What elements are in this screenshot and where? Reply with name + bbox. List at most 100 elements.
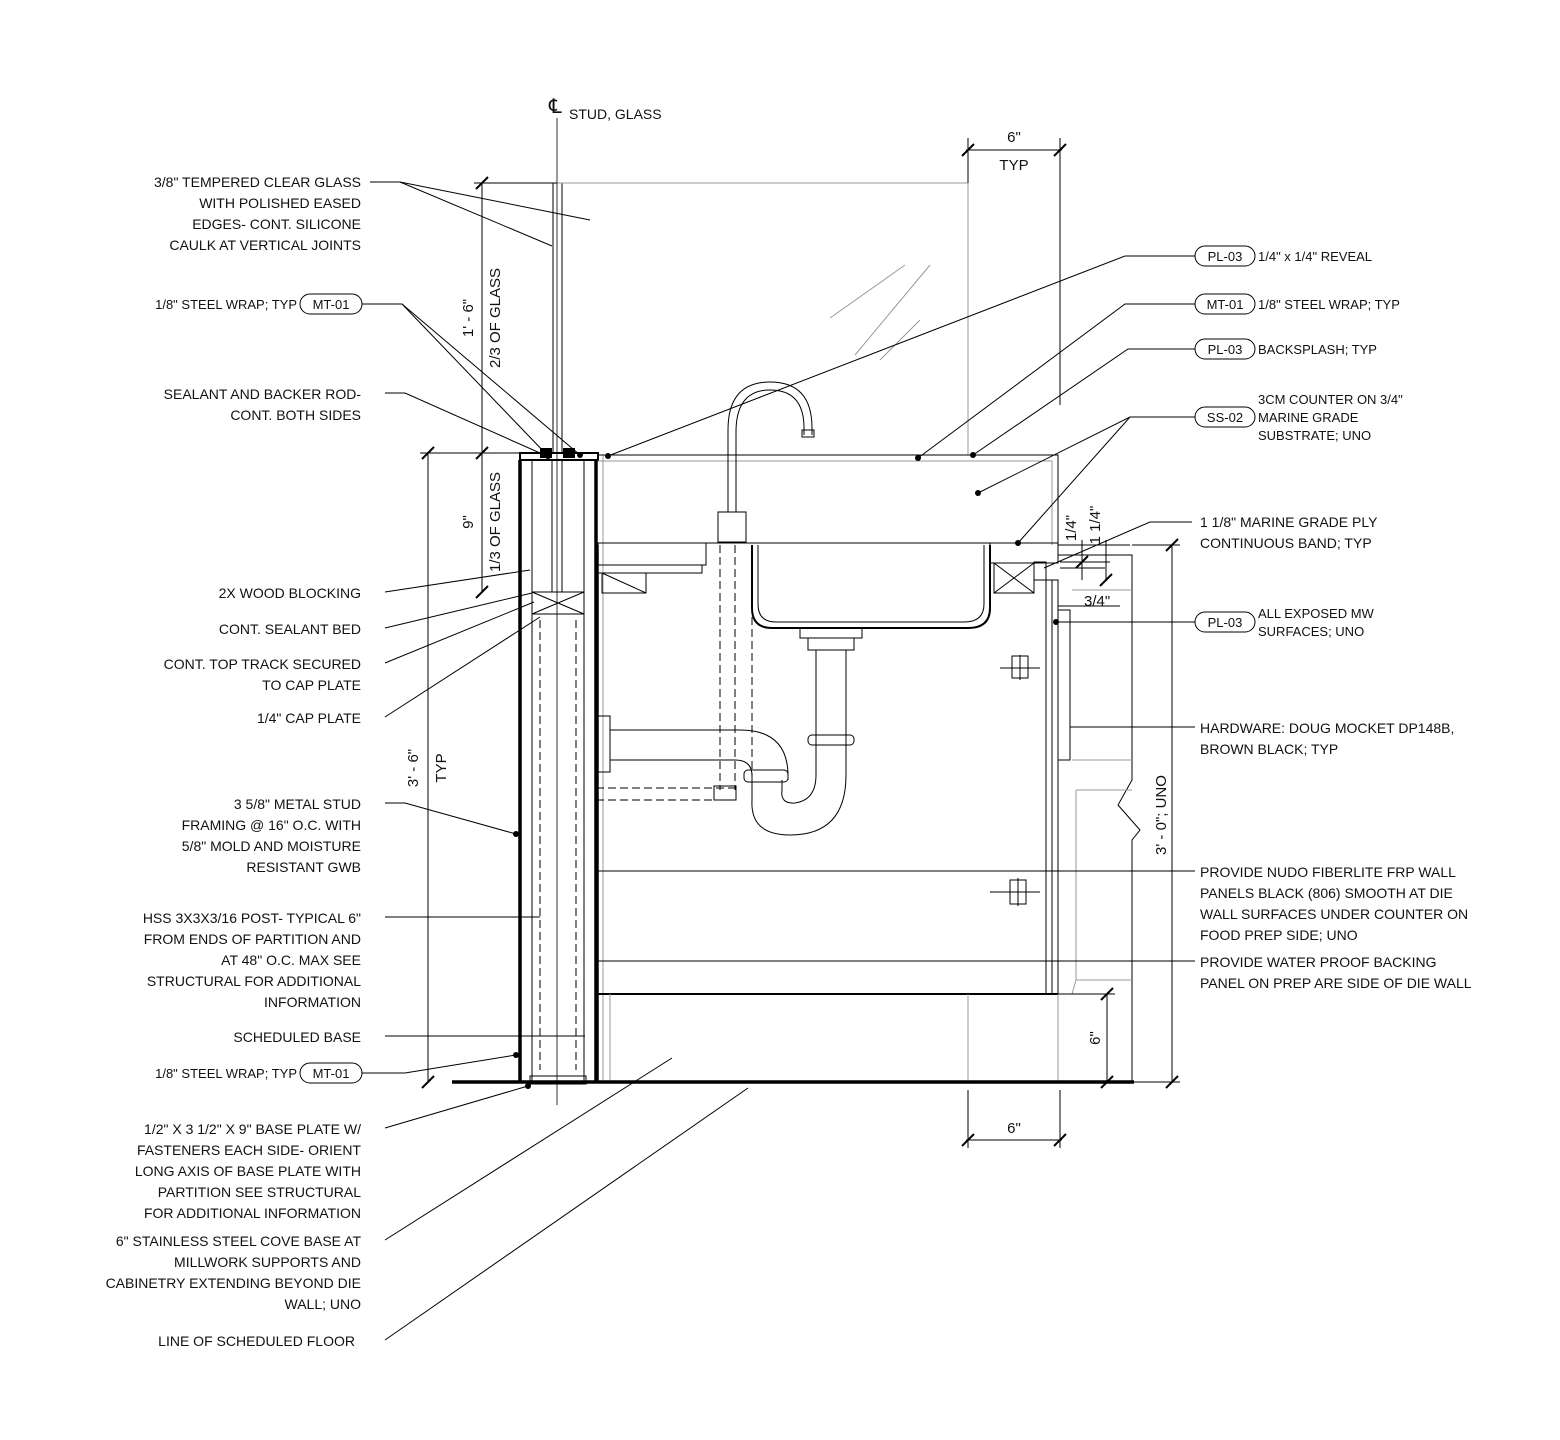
svg-text:CONT. TOP TRACK SECURED: CONT. TOP TRACK SECURED (164, 656, 361, 672)
svg-text:ALL EXPOSED MW: ALL EXPOSED MW (1258, 606, 1375, 621)
svg-text:6" STAINLESS STEEL COVE BASE A: 6" STAINLESS STEEL COVE BASE AT (116, 1233, 362, 1249)
leader-dots (513, 449, 1059, 1089)
svg-text:SURFACES; UNO: SURFACES; UNO (1258, 624, 1364, 639)
svg-text:CONT. BOTH SIDES: CONT. BOTH SIDES (230, 407, 361, 423)
note-backing-panel: PROVIDE WATER PROOF BACKING PANEL ON PRE… (1200, 954, 1472, 991)
svg-text:STRUCTURAL FOR ADDITIONAL: STRUCTURAL FOR ADDITIONAL (147, 973, 361, 989)
note-frp-panels: PROVIDE NUDO FIBERLITE FRP WALL PANELS B… (1200, 864, 1468, 943)
note-cap-plate: 1/4" CAP PLATE (257, 710, 361, 726)
svg-text:AT 48" O.C. MAX SEE: AT 48" O.C. MAX SEE (221, 952, 361, 968)
dim-top-typ: TYP (999, 157, 1028, 174)
svg-text:WITH POLISHED EASED: WITH POLISHED EASED (199, 195, 361, 211)
tag-pl-03-backsplash: PL-03 (1208, 342, 1243, 357)
svg-text:PANEL ON PREP ARE SIDE OF DIE: PANEL ON PREP ARE SIDE OF DIE WALL (1200, 975, 1472, 991)
svg-text:5/8" MOLD AND MOISTURE: 5/8" MOLD AND MOISTURE (182, 838, 361, 854)
note-marine-ply: 1 1/8" MARINE GRADE PLY CONTINUOUS BAND;… (1200, 514, 1378, 551)
sink-bowl (751, 545, 991, 651)
note-floor: LINE OF SCHEDULED FLOOR (158, 1333, 355, 1349)
leader-lines (362, 181, 1195, 1341)
dim-top-width: 6" (1007, 129, 1021, 146)
note-steel-wrap-bottom: 1/8" STEEL WRAP; TYP MT-01 (155, 1062, 363, 1084)
svg-text:FASTENERS EACH SIDE- ORIENT: FASTENERS EACH SIDE- ORIENT (137, 1142, 361, 1158)
dim-bottom-width: 6" (1007, 1120, 1021, 1137)
note-glass: 3/8" TEMPERED CLEAR GLASS WITH POLISHED … (154, 174, 361, 253)
note-scheduled-base: SCHEDULED BASE (233, 1029, 361, 1045)
svg-text:FROM ENDS OF PARTITION AND: FROM ENDS OF PARTITION AND (144, 931, 361, 947)
toe-kick (598, 993, 1059, 1082)
note-reveal: PL-03 1/4" x 1/4" REVEAL (1194, 245, 1372, 267)
svg-text:1 1/8" MARINE GRADE PLY: 1 1/8" MARINE GRADE PLY (1200, 514, 1378, 530)
svg-text:MILLWORK SUPPORTS AND: MILLWORK SUPPORTS AND (174, 1254, 361, 1270)
note-counter: SS-02 3CM COUNTER ON 3/4" MARINE GRADE S… (1194, 392, 1403, 443)
svg-text:1/8" STEEL WRAP; TYP: 1/8" STEEL WRAP; TYP (155, 1066, 297, 1081)
faucet (717, 381, 815, 790)
svg-text:LONG AXIS OF BASE PLATE WITH: LONG AXIS OF BASE PLATE WITH (135, 1163, 361, 1179)
dim-wall-height: 3' - 6" (405, 749, 422, 787)
svg-text:1/4" x 1/4" REVEAL: 1/4" x 1/4" REVEAL (1258, 249, 1372, 264)
centerline-label: STUD, GLASS (569, 106, 662, 122)
svg-text:FOOD PREP SIDE; UNO: FOOD PREP SIDE; UNO (1200, 927, 1358, 943)
svg-text:PROVIDE WATER PROOF BACKING: PROVIDE WATER PROOF BACKING (1200, 954, 1436, 970)
svg-text:MARINE GRADE: MARINE GRADE (1258, 410, 1359, 425)
wood-blocking (531, 459, 585, 615)
svg-text:HSS 3X3X3/16 POST- TYPICAL 6": HSS 3X3X3/16 POST- TYPICAL 6" (143, 910, 361, 926)
note-cove-base: 6" STAINLESS STEEL COVE BASE AT MILLWORK… (106, 1233, 362, 1312)
tag-ss-02: SS-02 (1207, 410, 1243, 425)
svg-text:FRAMING @ 16" O.C. WITH: FRAMING @ 16" O.C. WITH (182, 817, 361, 833)
svg-text:FOR ADDITIONAL INFORMATION: FOR ADDITIONAL INFORMATION (144, 1205, 361, 1221)
tag-mt-01: MT-01 (313, 297, 350, 312)
svg-text:TO CAP PLATE: TO CAP PLATE (262, 677, 361, 693)
tag-pl-03: PL-03 (1208, 249, 1243, 264)
svg-text:BROWN BLACK; TYP: BROWN BLACK; TYP (1200, 741, 1338, 757)
svg-text:3CM COUNTER ON 3/4": 3CM COUNTER ON 3/4" (1258, 392, 1403, 407)
svg-text:CABINETRY EXTENDING BEYOND DIE: CABINETRY EXTENDING BEYOND DIE (106, 1275, 361, 1291)
countertop (597, 542, 1130, 594)
svg-text:CAULK AT VERTICAL JOINTS: CAULK AT VERTICAL JOINTS (169, 237, 361, 253)
note-steel-wrap-top: 1/8" STEEL WRAP; TYP MT-01 (155, 293, 363, 315)
svg-text:3/8" TEMPERED CLEAR GLASS: 3/8" TEMPERED CLEAR GLASS (154, 174, 361, 190)
dim-counter-height: 3' - 0"; UNO (1153, 775, 1170, 855)
dimension-lines (420, 138, 1180, 1148)
note-metal-stud: 3 5/8" METAL STUD FRAMING @ 16" O.C. WIT… (182, 796, 361, 875)
dim-glass-lower: 9" (460, 515, 477, 529)
adjacent-cabinet (1058, 554, 1141, 1082)
svg-text:SUBSTRATE; UNO: SUBSTRATE; UNO (1258, 428, 1371, 443)
dim-glass-upper-note: 2/3 OF GLASS (487, 268, 504, 368)
svg-text:1/2" X 3 1/2" X 9" BASE PLATE: 1/2" X 3 1/2" X 9" BASE PLATE W/ (144, 1121, 361, 1137)
note-hss-post: HSS 3X3X3/16 POST- TYPICAL 6" FROM ENDS … (143, 910, 361, 1010)
tag-mt-01-bottom: MT-01 (313, 1066, 350, 1081)
note-blocking: 2X WOOD BLOCKING (219, 585, 361, 601)
dim-glass-upper: 1' - 6" (460, 299, 477, 337)
dim-wall-height-typ: TYP (433, 753, 450, 782)
svg-text:SEALANT AND BACKER ROD-: SEALANT AND BACKER ROD- (164, 386, 362, 402)
svg-text:3 5/8" METAL STUD: 3 5/8" METAL STUD (234, 796, 361, 812)
svg-text:CONTINUOUS BAND; TYP: CONTINUOUS BAND; TYP (1200, 535, 1372, 551)
svg-text:1/8" STEEL WRAP; TYP: 1/8" STEEL WRAP; TYP (155, 297, 297, 312)
dim-toe-height: 6" (1087, 1031, 1104, 1045)
svg-text:WALL; UNO: WALL; UNO (285, 1296, 362, 1312)
note-hardware: HARDWARE: DOUG MOCKET DP148B, BROWN BLAC… (1200, 720, 1454, 757)
svg-text:BACKSPLASH; TYP: BACKSPLASH; TYP (1258, 342, 1377, 357)
cabinet-door (990, 579, 1071, 995)
svg-text:1/8" STEEL WRAP; TYP: 1/8" STEEL WRAP; TYP (1258, 297, 1400, 312)
note-sealant: SEALANT AND BACKER ROD- CONT. BOTH SIDES (164, 386, 362, 423)
centerline-symbol: ℄ (548, 96, 562, 118)
backsplash (598, 454, 1059, 545)
svg-text:PROVIDE NUDO FIBERLITE FRP WAL: PROVIDE NUDO FIBERLITE FRP WALL (1200, 864, 1456, 880)
note-steel-wrap-right: MT-01 1/8" STEEL WRAP; TYP (1194, 293, 1400, 315)
svg-text:EDGES- CONT. SILICONE: EDGES- CONT. SILICONE (192, 216, 361, 232)
note-sealant-bed: CONT. SEALANT BED (219, 621, 361, 637)
note-base-plate: 1/2" X 3 1/2" X 9" BASE PLATE W/ FASTENE… (135, 1121, 362, 1221)
dim-glass-lower-note: 1/3 OF GLASS (487, 472, 504, 572)
dim-reveal-2: 1 1/4" (1087, 506, 1104, 545)
tag-mt-01-right: MT-01 (1207, 297, 1244, 312)
note-backsplash: PL-03 BACKSPLASH; TYP (1194, 338, 1377, 360)
svg-text:PARTITION SEE STRUCTURAL: PARTITION SEE STRUCTURAL (158, 1184, 362, 1200)
glass-panel (552, 182, 969, 455)
svg-text:HARDWARE: DOUG MOCKET DP148B,: HARDWARE: DOUG MOCKET DP148B, (1200, 720, 1454, 736)
tag-pl-03-exposed: PL-03 (1208, 615, 1243, 630)
p-trap (595, 650, 855, 836)
svg-text:WALL SURFACES UNDER COUNTER ON: WALL SURFACES UNDER COUNTER ON (1200, 906, 1468, 922)
note-top-track: CONT. TOP TRACK SECURED TO CAP PLATE (164, 656, 361, 693)
